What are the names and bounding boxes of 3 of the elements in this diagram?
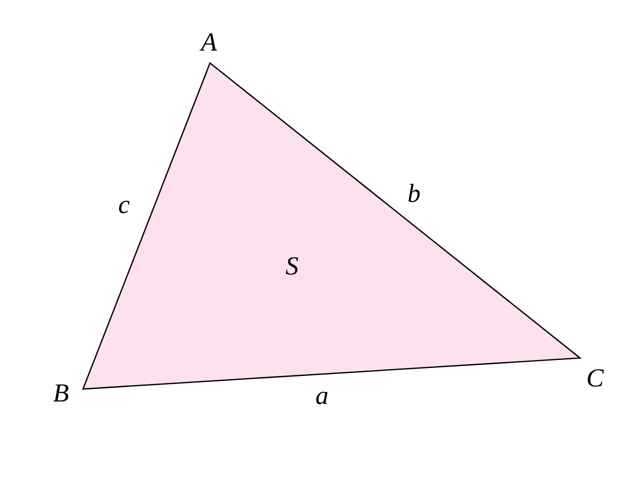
- side-label: b: [408, 184, 420, 202]
- vertex-label: B: [53, 384, 68, 402]
- side-label: c: [119, 200, 130, 214]
